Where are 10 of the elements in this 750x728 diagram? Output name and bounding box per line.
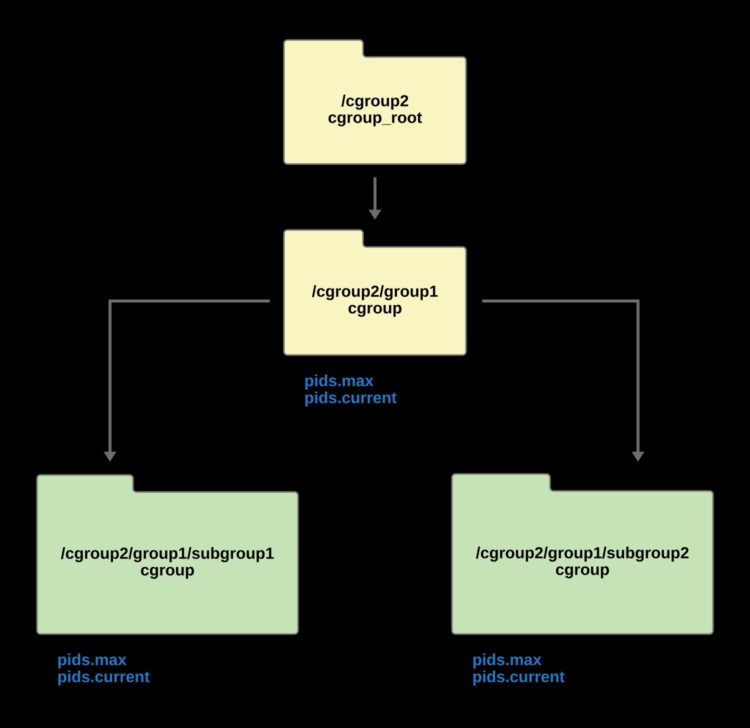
file-name: pids.max	[58, 654, 127, 668]
folder-box: /cgroup2/group1 cgroup	[283, 229, 467, 356]
file-name: pids.max	[305, 374, 374, 390]
file-name: pids.current	[305, 392, 397, 406]
file-name: pids.max	[473, 654, 542, 668]
folder-box: /cgroup2/group1/subgroup2 cgroup	[451, 473, 714, 635]
folder-box: /cgroup2/group1/subgroup1 cgroup	[36, 474, 299, 635]
file-name: pids.current	[58, 670, 150, 686]
folder-box: /cgroup2 cgroup_root	[283, 39, 467, 165]
file-name: pids.current	[473, 670, 565, 686]
